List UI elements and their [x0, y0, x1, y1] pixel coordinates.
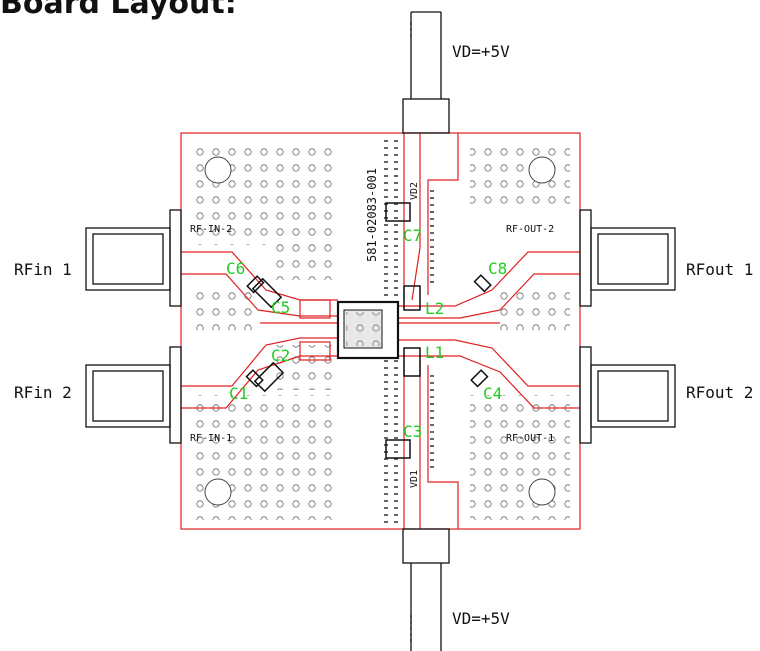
mounting-hole-bl [204, 478, 232, 506]
cap-c5 [251, 277, 283, 309]
center-via-rows [384, 140, 434, 525]
mmic-chip [336, 300, 400, 360]
mounting-hole-tl [204, 156, 232, 184]
connector-vd-bottom [402, 528, 450, 651]
label-rfout2: RFout 2 [686, 383, 753, 402]
silk-rf-out-1: RF-OUT-1 [506, 433, 554, 444]
ref-c5: C5 [271, 298, 290, 317]
ind-l2 [403, 285, 421, 311]
ref-c1: C1 [229, 384, 248, 403]
ref-c3: C3 [403, 422, 422, 441]
cap-c2 [253, 361, 285, 393]
label-rfout1: RFout 1 [686, 260, 753, 279]
ref-c6: C6 [226, 259, 245, 278]
ref-l1: L1 [425, 343, 444, 362]
cap-c3 [385, 439, 411, 459]
silk-rf-in-1: RF-IN-1 [190, 433, 232, 444]
rf-traces [181, 133, 580, 529]
components [245, 202, 492, 459]
ref-c4: C4 [483, 384, 502, 403]
connector-rfin1 [85, 346, 182, 444]
mounting-hole-br [528, 478, 556, 506]
connector-rfout1 [579, 346, 676, 444]
mounting-hole-tr [528, 156, 556, 184]
silk-rf-in-2: RF-IN-2 [190, 224, 232, 235]
silk-rf-out-2: RF-OUT-2 [506, 224, 554, 235]
part-number: 581-02083-001 [365, 168, 379, 262]
page-title: Board Layout: [0, 0, 237, 21]
ref-c7: C7 [403, 226, 422, 245]
silk-vd1: VD1 [409, 470, 420, 488]
silk-vd2: VD2 [409, 182, 420, 200]
cap-c4 [470, 369, 489, 388]
label-vd-bottom: VD=+5V [452, 609, 510, 628]
label-rfin1: RFin 1 [14, 260, 72, 279]
label-vd-top: VD=+5V [452, 42, 510, 61]
ref-c2: C2 [271, 346, 290, 365]
connector-vd-top [402, 11, 450, 134]
cap-c7 [385, 202, 411, 222]
label-rfin2: RFin 2 [14, 383, 72, 402]
cap-c8 [473, 274, 492, 293]
cap-c6 [246, 275, 265, 294]
ind-l1 [403, 347, 421, 377]
cap-c1 [245, 369, 264, 388]
connector-rfout2 [579, 209, 676, 307]
ref-l2: L2 [425, 299, 444, 318]
connector-rfin2 [85, 209, 182, 307]
ref-c8: C8 [488, 259, 507, 278]
